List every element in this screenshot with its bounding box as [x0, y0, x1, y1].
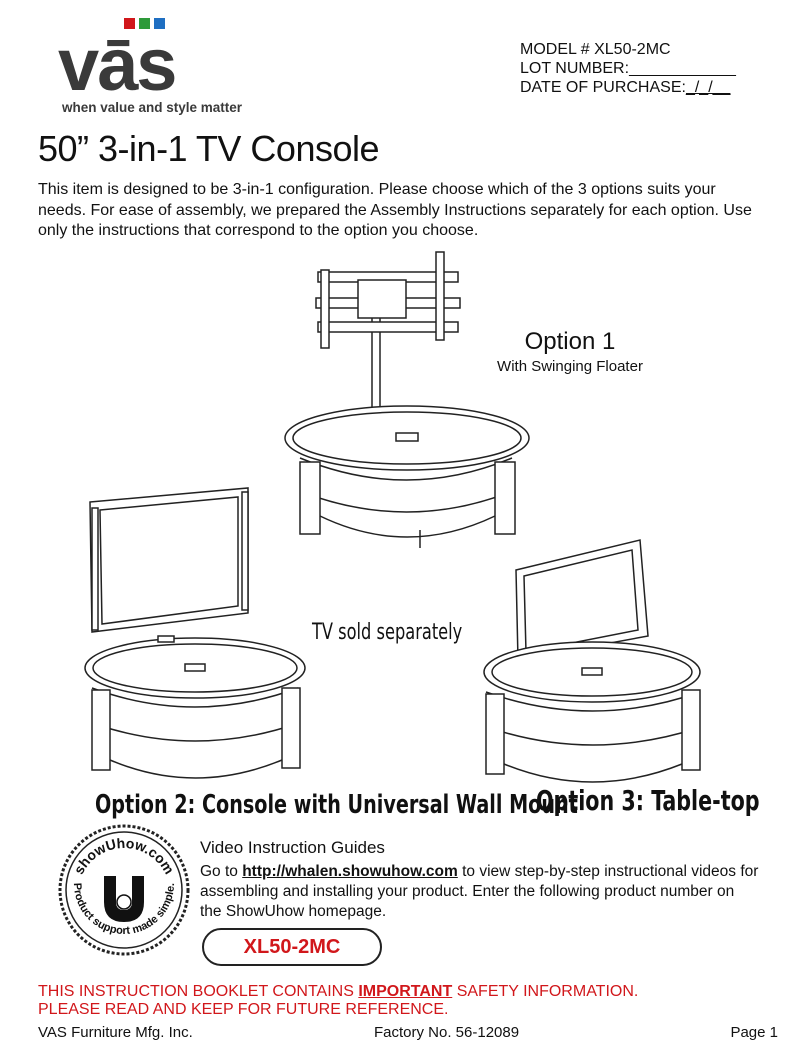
warning-line-1: THIS INSTRUCTION BOOKLET CONTAINS IMPORT… [38, 983, 639, 1000]
tv-sold-separately: TV sold separately [312, 620, 463, 645]
model-info: MODEL # XL50-2MC LOT NUMBER:____________… [520, 40, 736, 97]
warning-line-2: PLEASE READ AND KEEP FOR FUTURE REFERENC… [38, 1001, 449, 1018]
option3-drawing [483, 539, 701, 783]
logo-blue-square [154, 18, 165, 29]
vas-logo: vās when value and style matter [58, 18, 258, 118]
showuhow-seal: showUhow.com Product support made simple… [56, 822, 192, 958]
option3-title: Option 3: Table-top [536, 784, 760, 817]
footer: VAS Furniture Mfg. Inc. Factory No. 56-1… [38, 1024, 778, 1041]
video-guide-text: Go to http://whalen.showuhow.com to view… [200, 863, 759, 920]
logo-red-square [124, 18, 135, 29]
intro-paragraph: This item is designed to be 3-in-1 confi… [38, 181, 752, 239]
footer-company: VAS Furniture Mfg. Inc. [38, 1024, 193, 1041]
option1-title: Option 1 [524, 328, 616, 355]
logo-green-square [139, 18, 150, 29]
showuhow-link[interactable]: http://whalen.showuhow.com [242, 863, 458, 880]
logo-wordmark: vās [58, 23, 175, 106]
option1-drawing [284, 251, 530, 548]
logo-tagline: when value and style matter [61, 100, 243, 115]
video-guide-title: Video Instruction Guides [200, 838, 385, 857]
date-of-purchase: DATE OF PURCHASE:_/_/__ [520, 79, 731, 96]
option1-subtitle: With Swinging Floater [497, 358, 643, 375]
option2-drawing [84, 487, 306, 779]
showuhow-u-icon [104, 876, 144, 922]
safety-warning: THIS INSTRUCTION BOOKLET CONTAINS IMPORT… [38, 983, 638, 1019]
page-title: 50” 3-in-1 TV Console [38, 128, 380, 169]
model-number: MODEL # XL50-2MC [520, 41, 671, 58]
option1-label: Option 1 With Swinging Floater [470, 328, 670, 375]
option2-title: Option 2: Console with Universal Wall Mo… [95, 790, 578, 820]
lot-number: LOT NUMBER:____________ [520, 60, 736, 77]
footer-page: Page 1 [730, 1024, 778, 1041]
product-number-badge: XL50-2MC [202, 928, 382, 966]
console-illustrations [84, 251, 701, 783]
footer-factory: Factory No. 56-12089 [374, 1024, 520, 1041]
